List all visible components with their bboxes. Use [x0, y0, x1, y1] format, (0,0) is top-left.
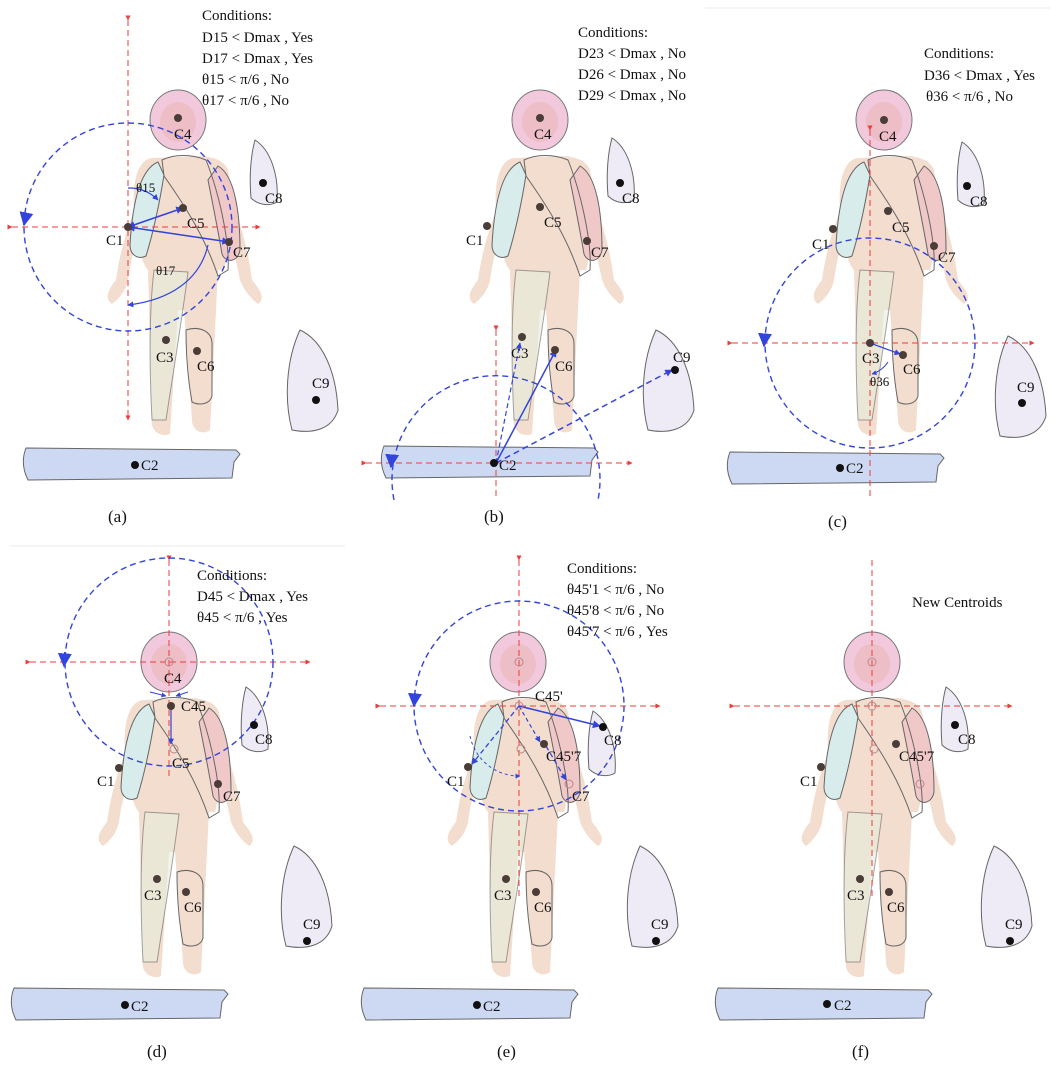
centroid-label: C6 [197, 359, 215, 375]
angle-label: θ15 [136, 180, 155, 195]
svg-text:Conditions:: Conditions: [567, 561, 637, 577]
centroid-label: C8 [970, 194, 988, 210]
panel-caption: (b) [484, 507, 504, 526]
svg-text:θ17 < π/6 , No: θ17 < π/6 , No [202, 93, 289, 109]
svg-text:D36 < Dmax , Yes: D36 < Dmax , Yes [924, 68, 1035, 84]
panel-b [366, 90, 694, 500]
panel-caption: (d) [147, 1042, 167, 1061]
svg-text:D45 < Dmax , Yes: D45 < Dmax , Yes [197, 589, 308, 605]
centroid-label: C7 [233, 245, 251, 261]
centroid-label: C4 [174, 127, 192, 143]
svg-text:Conditions:: Conditions: [578, 25, 648, 41]
angle-label: θ17 [156, 263, 176, 278]
panel-caption: (f) [852, 1042, 869, 1061]
centroid-label: C6 [534, 900, 552, 916]
centroid-label: C3 [494, 888, 512, 904]
centroid-label: C7 [223, 789, 241, 805]
panel-d [11, 558, 332, 1020]
svg-text:New Centroids: New Centroids [912, 595, 1003, 611]
centroid-label: C1 [800, 774, 818, 790]
centroid-label: C9 [303, 917, 321, 933]
centroid-label: C4 [879, 129, 897, 145]
centroid-label: C6 [184, 900, 202, 916]
centroid-label: C1 [466, 233, 484, 249]
centroid-label: C4 [534, 127, 552, 143]
centroid-label: C2 [141, 458, 159, 474]
svg-text:θ15 < π/6 , No: θ15 < π/6 , No [202, 72, 289, 88]
angle-label: θ36 [870, 374, 890, 389]
panel-f [715, 560, 1032, 1020]
centroid-label: C3 [862, 351, 880, 367]
centroid-label: C45'7 [546, 749, 582, 765]
centroid-label: C4 [164, 671, 182, 687]
centroid-label: C2 [499, 458, 517, 474]
centroid-label: C7 [938, 250, 956, 266]
centroid-label: C1 [97, 774, 115, 790]
centroid-label: C5 [187, 216, 205, 232]
centroid-label: C2 [834, 998, 852, 1014]
panel-b-conditions: Conditions: D23 < Dmax , No D26 < Dmax ,… [578, 25, 686, 104]
centroid-label: C8 [958, 732, 976, 748]
centroid-label: C9 [312, 376, 330, 392]
centroid-label: C9 [1017, 380, 1035, 396]
panel-caption: (c) [828, 512, 847, 531]
panel-f-conditions: New Centroids [912, 595, 1003, 611]
centroid-label: C9 [673, 350, 691, 366]
centroid-label: C8 [622, 191, 640, 207]
centroid-label: C6 [887, 900, 905, 916]
centroid-label: C8 [604, 733, 622, 749]
centroid-label: C2 [846, 461, 864, 477]
centroid-label: C2 [483, 999, 501, 1015]
centroid-label: C8 [265, 191, 283, 207]
centroid-label: C2 [131, 999, 149, 1015]
svg-text:θ45'1 < π/6 , No: θ45'1 < π/6 , No [567, 582, 664, 598]
svg-text:D29 < Dmax , No: D29 < Dmax , No [578, 88, 686, 104]
centroid-label: C3 [847, 888, 865, 904]
panel-caption: (a) [108, 507, 127, 526]
centroid-label: C6 [903, 362, 921, 378]
svg-text:D26 < Dmax , No: D26 < Dmax , No [578, 67, 686, 83]
centroid-label: C45' [535, 689, 563, 705]
svg-text:D23 < Dmax , No: D23 < Dmax , No [578, 46, 686, 62]
centroid-label: C7 [572, 789, 590, 805]
svg-text:θ45'8 < π/6 , No: θ45'8 < π/6 , No [567, 603, 664, 619]
svg-text:Conditions:: Conditions: [924, 46, 994, 62]
centroid-label: C5 [172, 756, 190, 772]
centroid-label: C3 [144, 888, 162, 904]
svg-text:D17 < Dmax , Yes: D17 < Dmax , Yes [202, 51, 313, 67]
svg-text:Conditions:: Conditions: [202, 8, 272, 24]
centroid-label: C3 [156, 350, 174, 366]
centroid-label: C1 [447, 774, 465, 790]
centroid-label: C5 [544, 215, 562, 231]
panel-a [12, 20, 338, 480]
svg-text:Conditions:: Conditions: [197, 568, 267, 584]
panel-a-conditions: Conditions: D15 < Dmax , Yes D17 < Dmax … [202, 8, 313, 109]
panel-c-conditions: Conditions: D36 < Dmax , Yes θ36 < π/6 ,… [924, 46, 1035, 105]
panel-c [727, 90, 1046, 500]
centroid-label: C9 [1005, 917, 1023, 933]
panel-d-conditions: Conditions: D45 < Dmax , Yes θ45 < π/6 ,… [197, 568, 308, 626]
centroid-label: C6 [555, 359, 573, 375]
centroid-label: C3 [511, 346, 529, 362]
centroid-label: C45'7 [899, 749, 935, 765]
svg-text:θ45'7 < π/6 , Yes: θ45'7 < π/6 , Yes [567, 624, 668, 640]
centroid-label: C8 [255, 732, 273, 748]
centroid-label: C45 [181, 699, 206, 715]
panel-caption: (e) [497, 1042, 516, 1061]
centroid-label: C1 [812, 237, 830, 253]
centroid-label: C9 [651, 917, 669, 933]
centroid-label: C5 [892, 220, 910, 236]
svg-text:θ45 < π/6 , Yes: θ45 < π/6 , Yes [197, 610, 288, 626]
svg-text:D15 < Dmax , Yes: D15 < Dmax , Yes [202, 30, 313, 46]
centroid-label: C1 [106, 233, 124, 249]
svg-text:θ36 < π/6 , No: θ36 < π/6 , No [926, 89, 1013, 105]
centroid-label: C7 [591, 245, 609, 261]
panel-e-conditions: Conditions: θ45'1 < π/6 , No θ45'8 < π/6… [567, 561, 668, 640]
